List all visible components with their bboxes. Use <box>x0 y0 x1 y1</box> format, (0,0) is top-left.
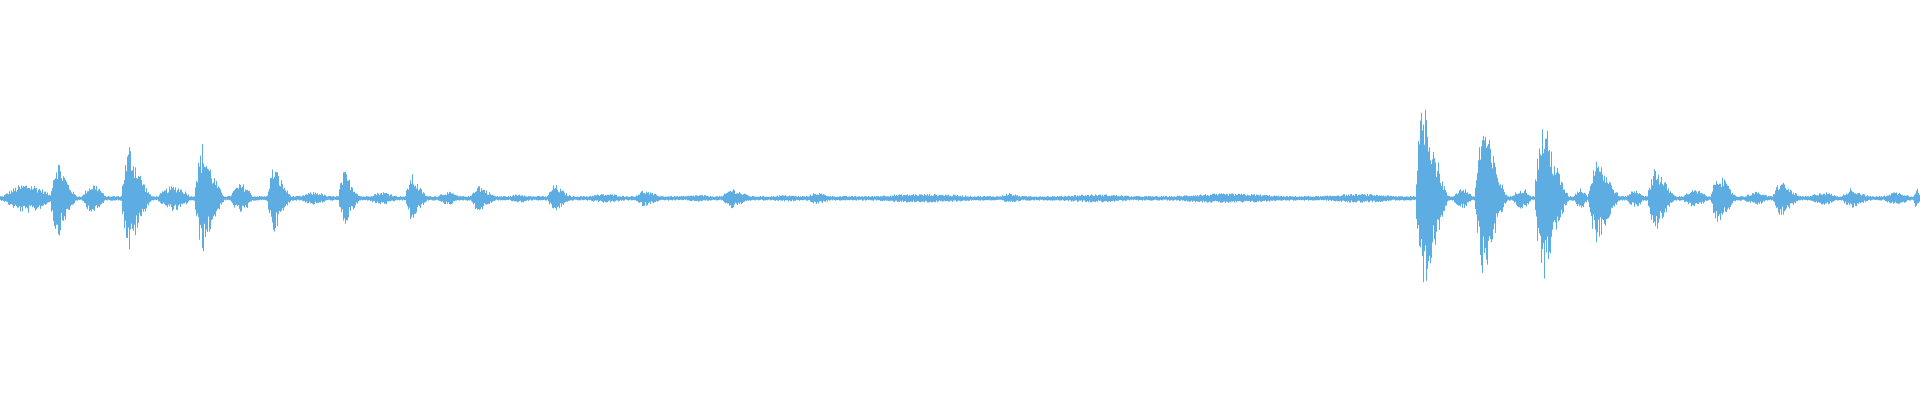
waveform-samples <box>0 109 1920 283</box>
waveform-trace <box>0 109 1920 283</box>
